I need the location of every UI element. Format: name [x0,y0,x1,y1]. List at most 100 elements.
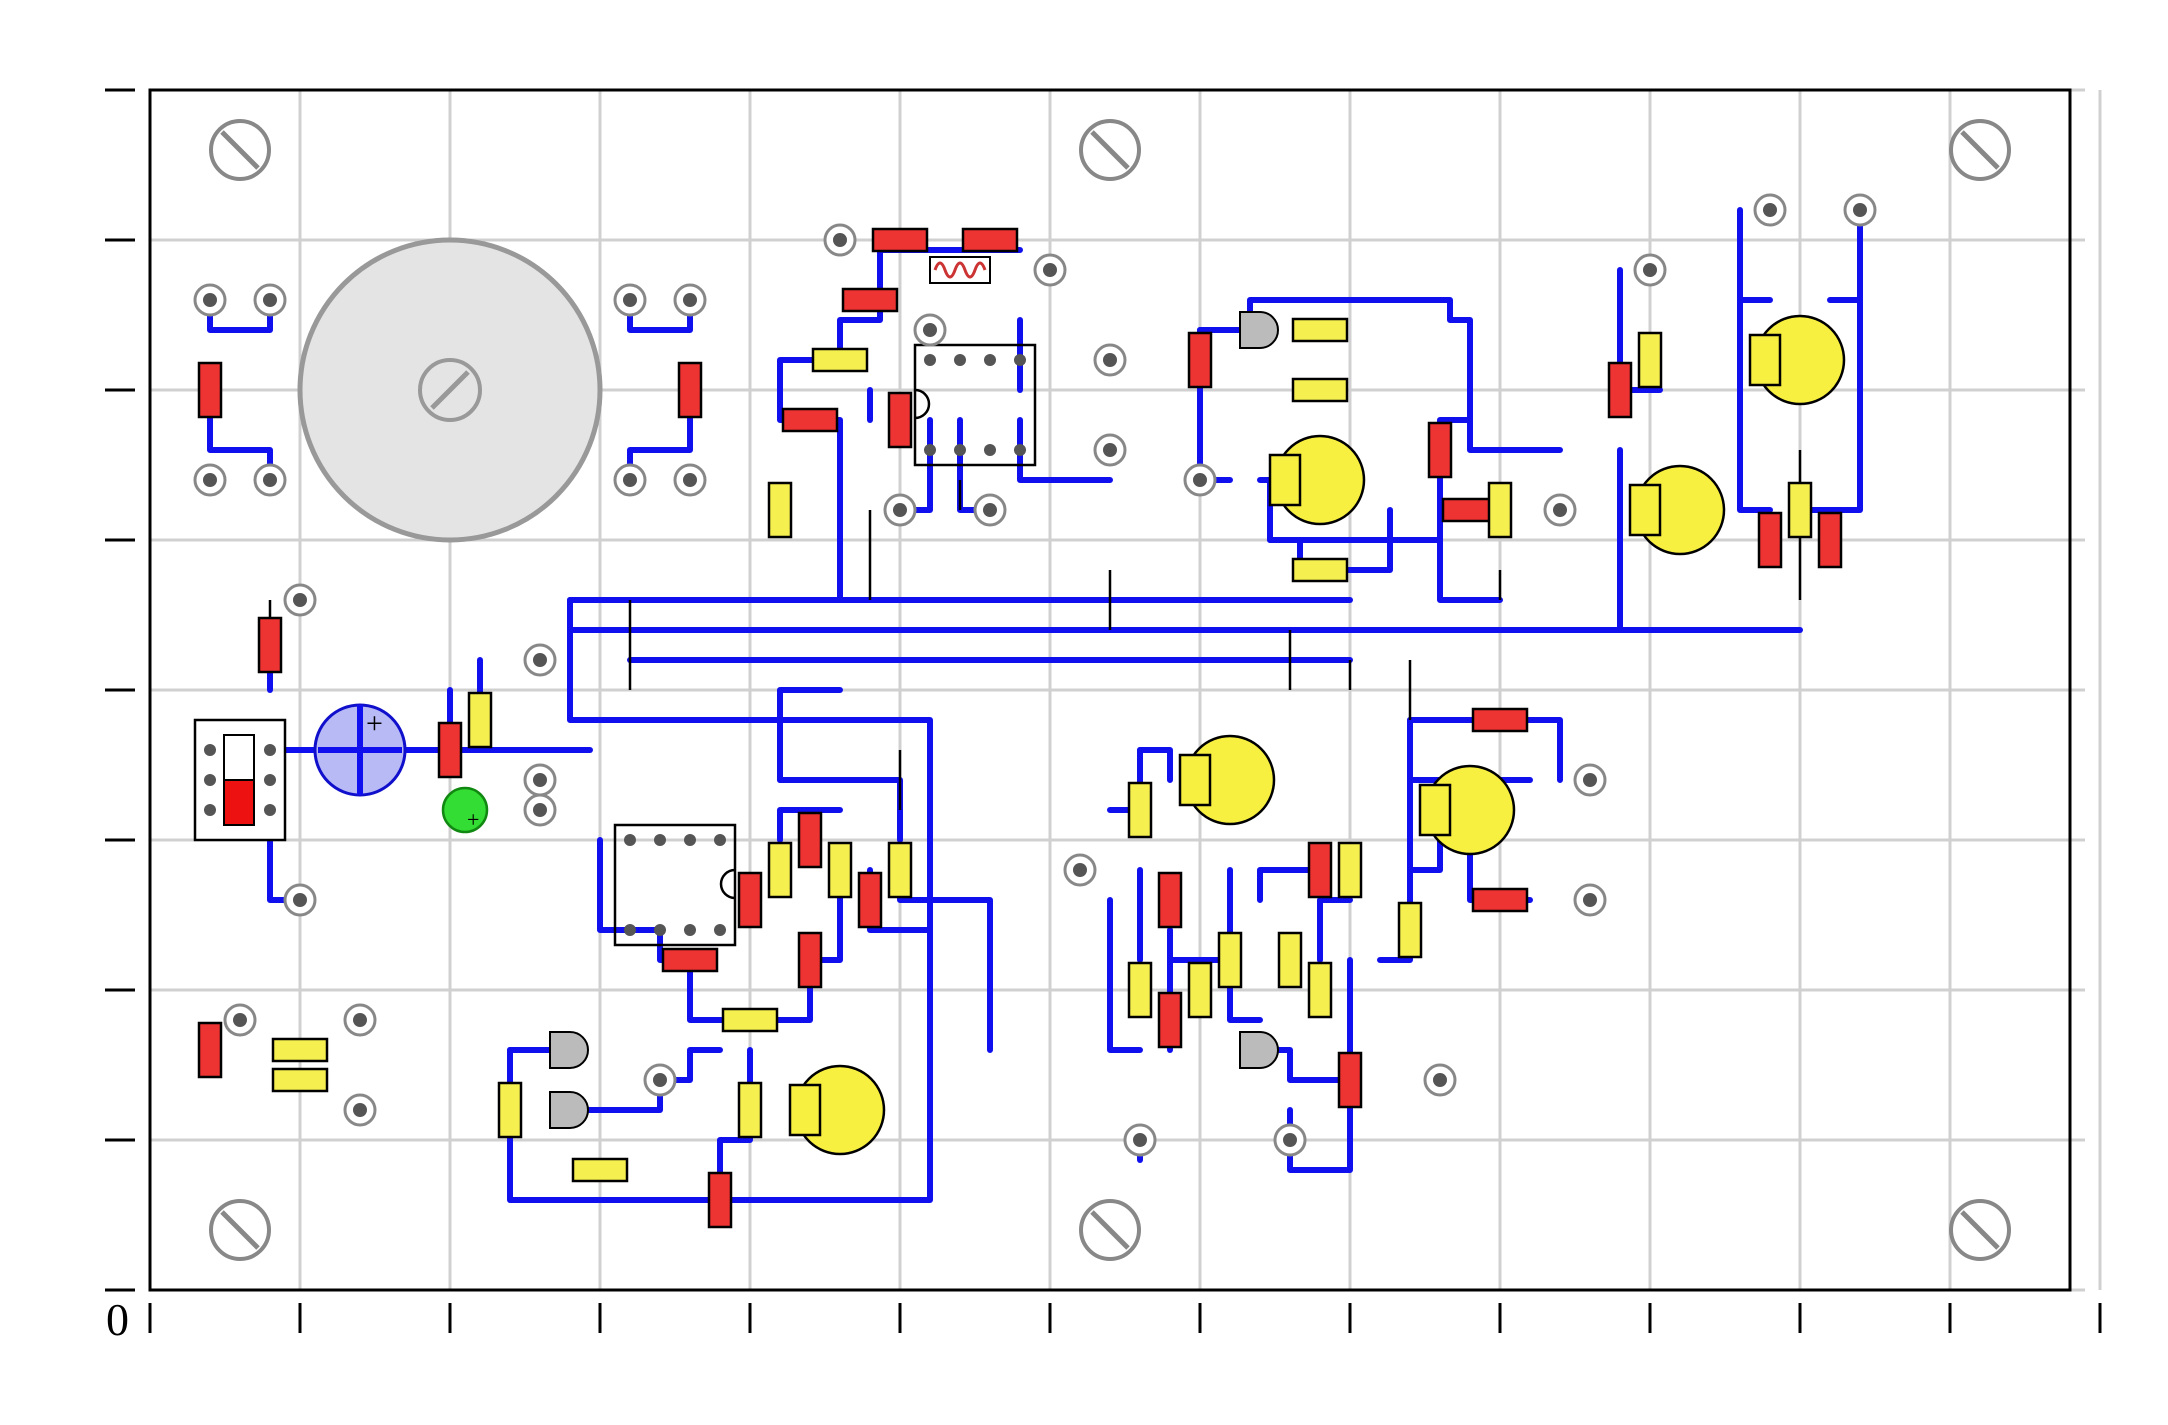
trace [627,717,933,933]
resistor [721,1007,779,1033]
trace [777,687,843,783]
resistor [1277,931,1303,989]
resistor [571,1157,629,1183]
resistor [707,1171,733,1229]
ic-pin [684,924,696,936]
solder-pad-hole [533,653,547,667]
resistor [1127,961,1153,1019]
trace [897,867,993,1053]
trace [567,597,633,723]
resistor [197,361,223,419]
solder-pad-hole [1043,263,1057,277]
solder-pad-hole [533,803,547,817]
solder-pad-hole [893,503,907,517]
solder-pad-hole [293,893,307,907]
solder-pad-hole [1583,773,1597,787]
screw-mount-icon [1949,1199,2011,1261]
screw-mount-icon [209,119,271,181]
trace [1137,747,1173,783]
solder-pad-hole [1073,863,1087,877]
resistor [887,391,913,449]
resistor [661,947,719,973]
solder-pad-hole [1433,1073,1447,1087]
solder-pad-hole [923,323,937,337]
resistor [841,287,899,313]
trace [1437,537,1503,603]
resistor [1291,317,1349,343]
ic-pin [984,354,996,366]
resistor [1337,841,1363,899]
solder-pad-hole [623,473,637,487]
resistor [1487,481,1513,539]
resistor [1471,887,1529,913]
solder-pad-hole [1103,353,1117,367]
solder-pad-hole [833,233,847,247]
switch-pin [204,804,216,816]
inductor-coil [929,256,991,284]
solder-pad-hole [1853,203,1867,217]
trace [1737,207,1773,513]
resistor [1157,991,1183,1049]
led-plus-label: + [467,807,479,832]
solder-pad-hole [533,773,547,787]
screw-mounts [209,119,2011,1261]
resistor [1817,511,1843,569]
solder-pad-hole [983,503,997,517]
transistors [788,314,1846,1156]
resistor [1291,557,1349,583]
small-transistor [549,1091,589,1129]
screw-mount-icon [1079,119,1141,181]
resistor [271,1067,329,1093]
ic-pin [924,444,936,456]
solder-pad-hole [1193,473,1207,487]
electrolytic-capacitor: + [313,703,407,797]
trace [1267,417,1473,543]
resistor [677,361,703,419]
trace [1317,897,1353,963]
switch-pin [204,774,216,786]
solder-pad-hole [1553,503,1567,517]
solder-pad-hole [293,593,307,607]
resistor [827,841,853,899]
transistor [788,1064,886,1156]
solder-pad-hole [1133,1133,1147,1147]
ic-pin [684,834,696,846]
solder-pad-hole [263,473,277,487]
resistor [797,811,823,869]
ic-pin [654,924,666,936]
solder-pad-hole [1583,893,1597,907]
transistor [1628,464,1726,556]
resistor [497,1081,523,1139]
solder-pad-hole [203,473,217,487]
ic-pins [204,354,1026,936]
ic-pin [714,834,726,846]
small-transistor [1239,1031,1279,1069]
solder-pad-hole [653,1073,667,1087]
small-transistor [1239,311,1279,349]
transistor [1178,734,1276,826]
switch-pin [204,744,216,756]
ic-pin [654,834,666,846]
solder-pad-hole [1283,1133,1297,1147]
ic-pin [714,924,726,936]
resistor [257,616,283,674]
small-transistor [549,1031,589,1069]
axis-origin-label: 0 [106,1294,129,1345]
switch-pin [264,774,276,786]
ic-pin [624,924,636,936]
ic-pin [624,834,636,846]
resistor [1187,331,1213,389]
potentiometer-icon [297,237,603,543]
resistor [1637,331,1663,389]
resistor [467,691,493,749]
screw-mount-icon [209,1199,271,1261]
resistor [1157,871,1183,929]
resistor [1291,377,1349,403]
resistor [271,1037,329,1063]
resistor [1337,1051,1363,1109]
resistor [781,407,839,433]
ic-pin [984,444,996,456]
resistor [1397,901,1423,959]
